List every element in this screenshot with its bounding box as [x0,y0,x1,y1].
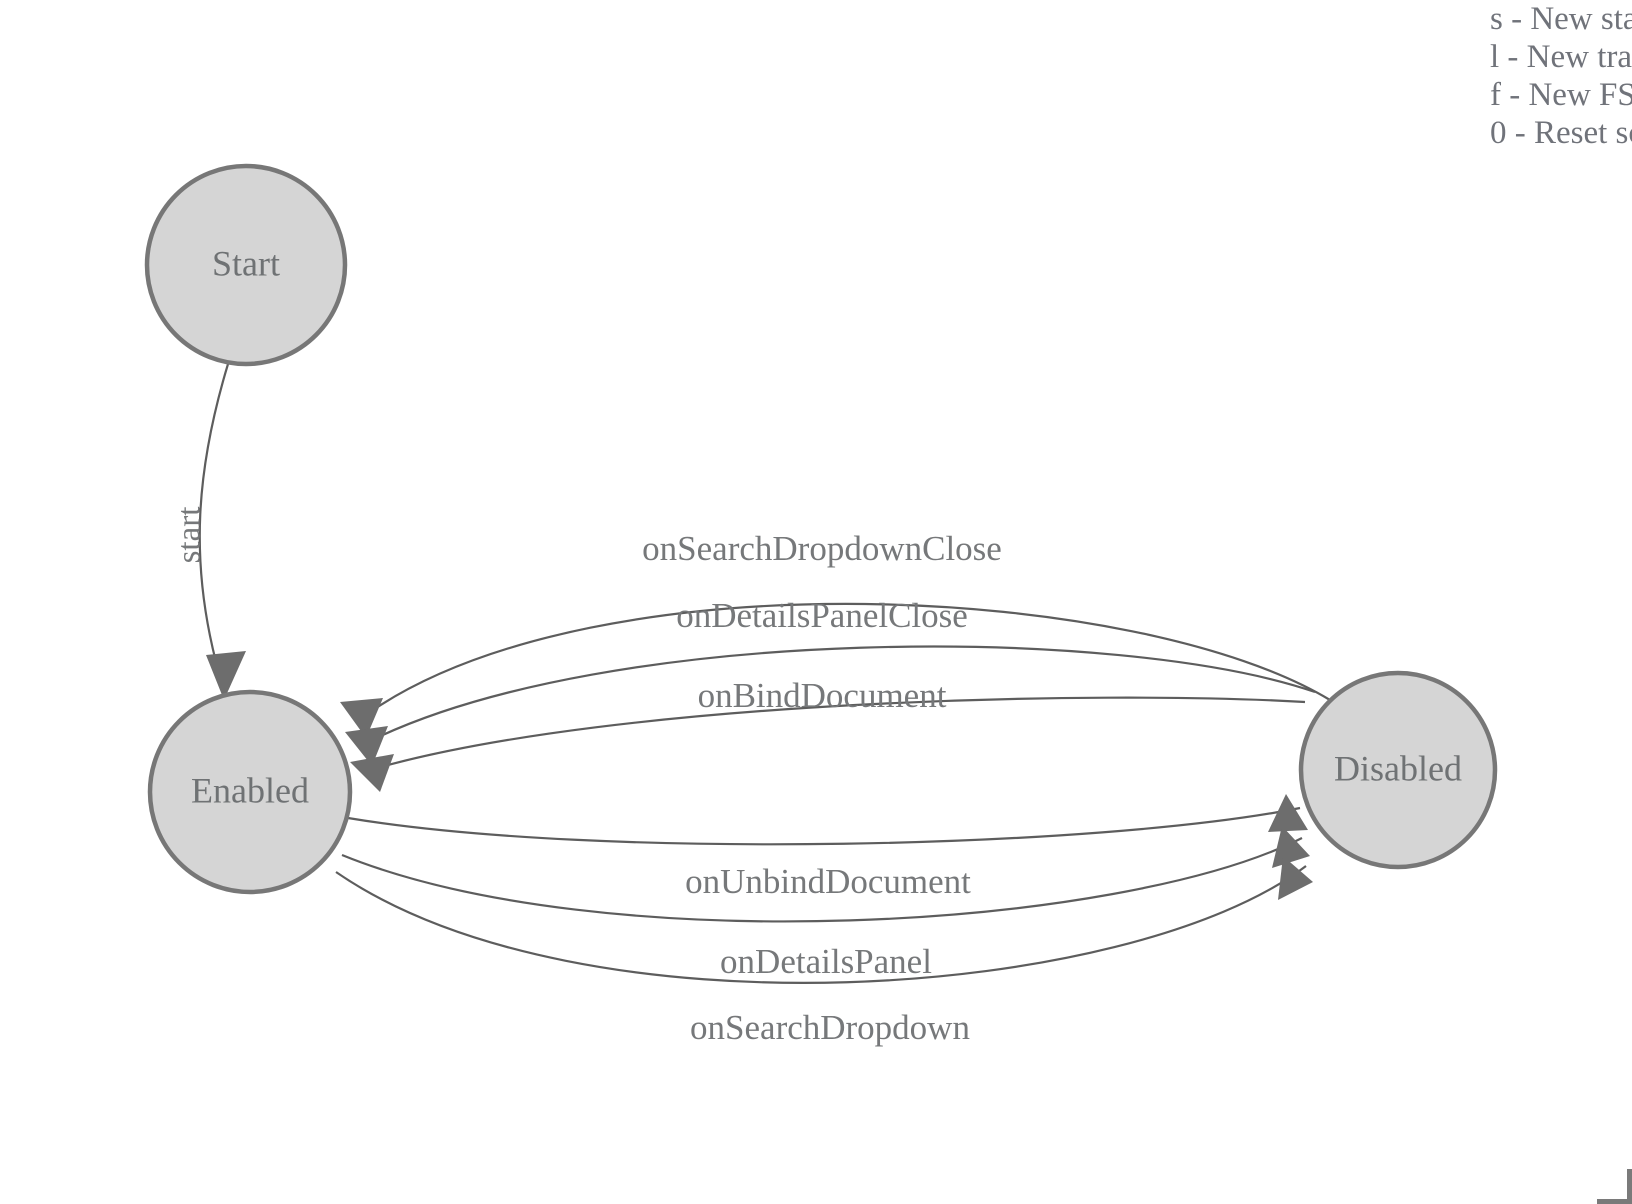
transition-label-onunbinddocument: onUnbindDocument [685,862,971,901]
transition-label-ondetailspanel: onDetailsPanel [720,942,932,981]
transition-start-to-enabled[interactable] [198,363,246,700]
node-enabled-circle[interactable] [147,689,353,895]
transition-path [341,837,1303,923]
arrowhead-icon [1278,856,1313,900]
transition-path [371,645,1316,741]
transition-path [335,865,1307,984]
transition-path [376,696,1306,770]
node-disabled-label: Disabled [1334,748,1462,788]
node-disabled-circle[interactable] [1298,670,1498,870]
node-enabled[interactable]: Enabled [147,689,353,895]
transition-disabled-to-enabled-onbinddocument[interactable] [350,696,1306,792]
node-enabled-label: Enabled [191,770,309,810]
resize-handle-icon[interactable] [1597,1169,1632,1204]
transition-label-onbinddocument: onBindDocument [698,676,947,715]
arrowhead-icon [1268,794,1308,832]
transition-enabled-to-disabled-ondetailspanel[interactable] [341,826,1310,923]
node-disabled[interactable]: Disabled [1298,670,1498,870]
transition-path [347,806,1301,846]
transition-path [369,602,1331,713]
transition-label-start: start [172,507,208,564]
transition-disabled-to-enabled-onsearchdropdownclose[interactable] [340,602,1331,738]
arrowhead-icon [206,651,246,700]
transition-disabled-to-enabled-ondetailspanelclose[interactable] [345,645,1316,766]
transition-label-onsearchdropdownclose: onSearchDropdownClose [642,529,1002,568]
transition-enabled-to-disabled-onsearchdropdown[interactable] [335,856,1313,984]
arrowhead-icon [1272,826,1310,868]
arrowhead-icon [350,754,394,792]
node-start[interactable]: Start [144,163,348,367]
transition-enabled-to-disabled-onunbinddocument[interactable] [347,794,1308,846]
transition-path [198,363,230,663]
transition-label-onsearchdropdown: onSearchDropdown [690,1008,970,1047]
node-start-label: Start [212,243,280,283]
arrowhead-icon [340,698,383,738]
node-start-circle[interactable] [144,163,348,367]
transition-label-ondetailspanelclose: onDetailsPanelClose [676,596,968,635]
arrowhead-icon [345,726,388,766]
